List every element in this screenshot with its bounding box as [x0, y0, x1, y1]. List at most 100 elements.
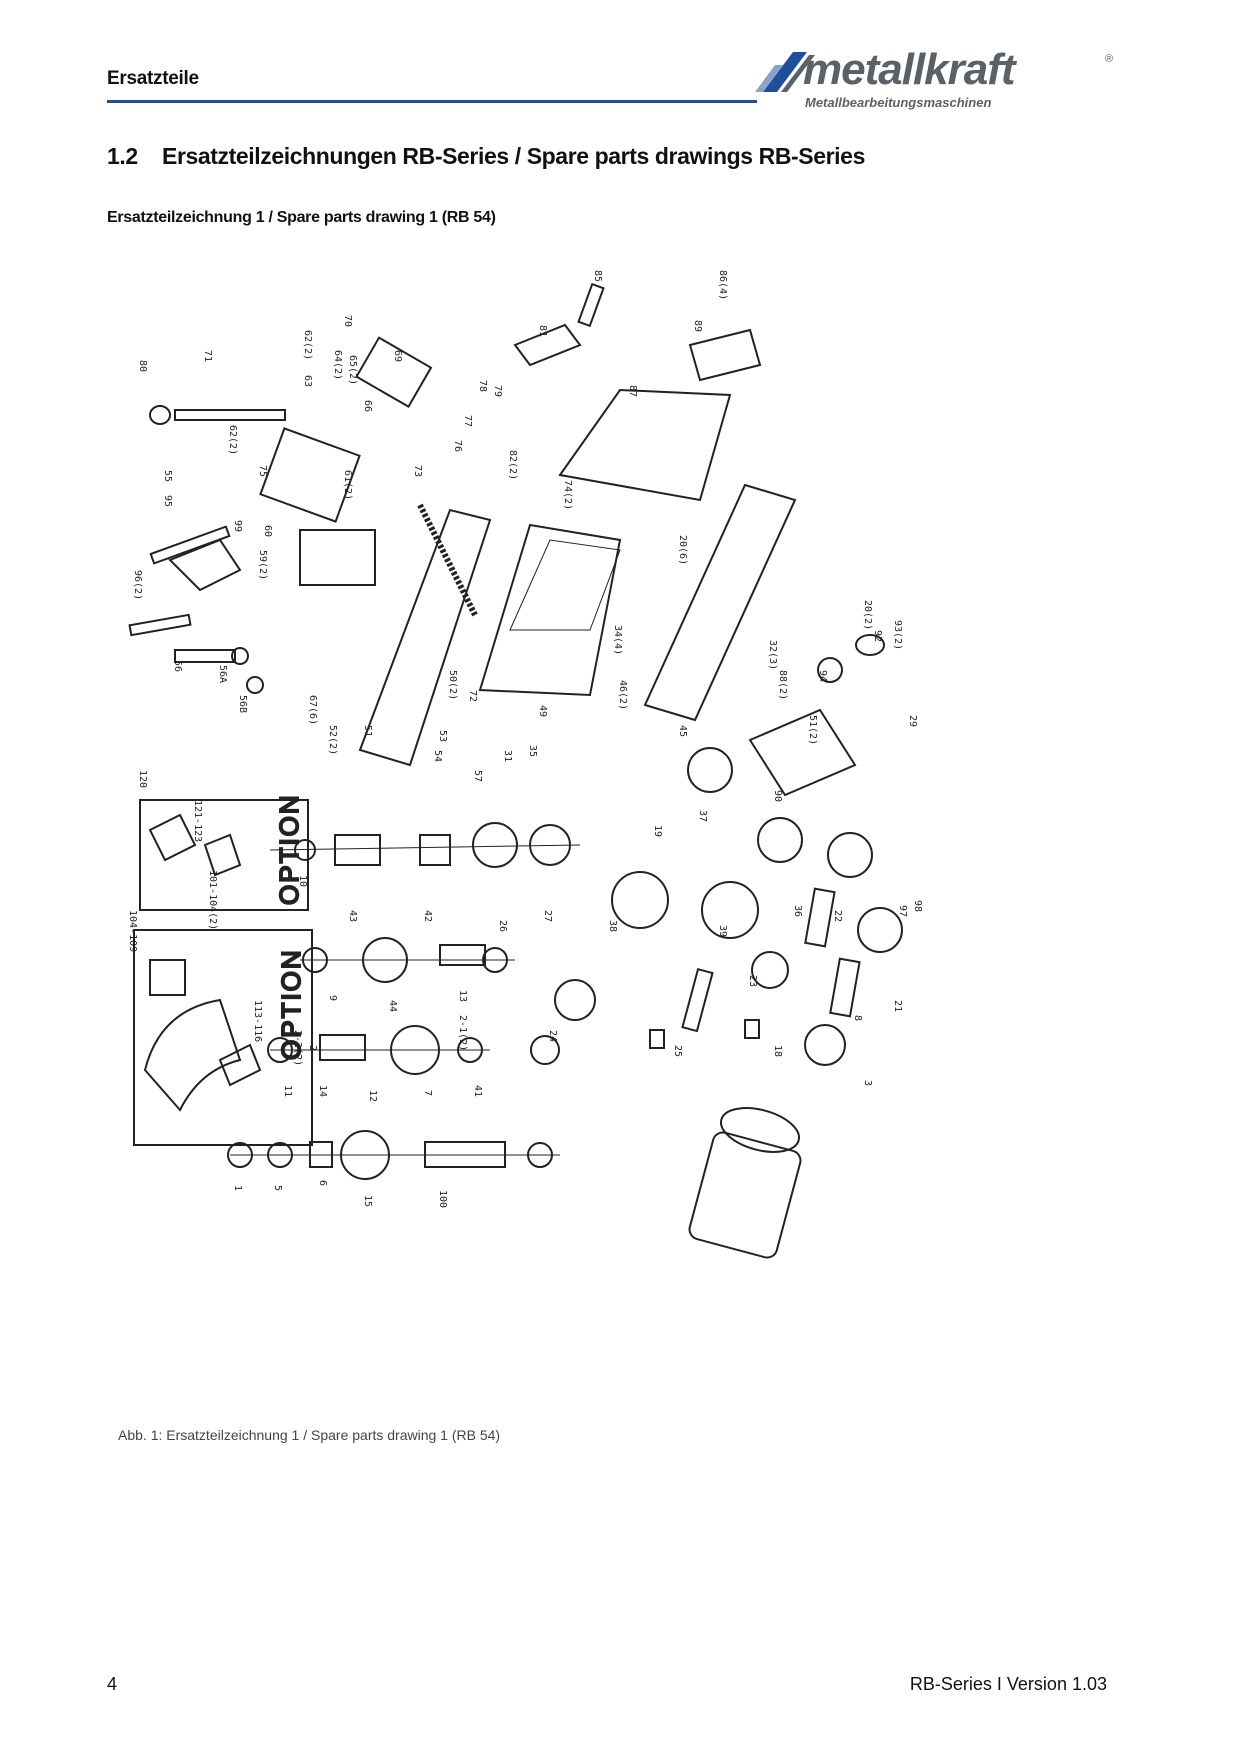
part-number-label: 35: [527, 745, 538, 757]
part-bushing-24a: [649, 1029, 665, 1049]
part-number-label: 104-109: [127, 910, 138, 952]
part-bolt-56: [174, 649, 236, 663]
part-number-label: 92: [872, 630, 883, 642]
part-number-label: 69: [392, 350, 403, 362]
part-number-label: 37: [697, 810, 708, 822]
part-number-label: 61(2): [342, 470, 353, 500]
part-number-label: 49: [537, 705, 548, 717]
part-number-label: 7: [422, 1090, 433, 1096]
part-number-label: 55: [162, 470, 173, 482]
part-number-label: 100: [437, 1190, 448, 1208]
part-number-label: 64(2): [332, 350, 343, 380]
part-number-label: 34(4): [612, 625, 623, 655]
spare-parts-drawing: OPTION OPTION: [120, 270, 1040, 1380]
part-number-label: 24: [547, 1030, 558, 1042]
part-number-label: 8: [852, 1015, 863, 1021]
part-bearing-10e: [857, 907, 903, 953]
part-shaft-25: [681, 967, 714, 1033]
part-number-label: 14: [317, 1085, 328, 1097]
part-number-label: 2-2(2): [292, 1030, 303, 1066]
part-housing-87: [558, 388, 732, 502]
part-number-label: 121-123: [192, 800, 203, 842]
part-number-label: 5: [272, 1185, 283, 1191]
part-grid-34: [509, 539, 621, 631]
part-number-label: 29: [907, 715, 918, 727]
part-number-label: 13: [457, 990, 468, 1002]
part-number-label: 50(2): [447, 670, 458, 700]
part-shaft-22: [804, 887, 836, 948]
section-title-text: Ersatzteilzeichnungen RB-Series / Spare …: [162, 143, 865, 169]
section-title: 1.2 Ersatzteilzeichnungen RB-Series / Spa…: [107, 143, 865, 170]
part-number-label: 51(2): [807, 715, 818, 745]
part-gear-23: [751, 951, 789, 989]
part-number-label: 87: [627, 385, 638, 397]
part-washer-56b: [246, 676, 264, 694]
part-number-label: 39: [717, 925, 728, 937]
part-number-label: 56: [172, 660, 183, 672]
part-number-label: 72: [467, 690, 478, 702]
part-motor-100: [688, 1131, 802, 1259]
centerline-1: [269, 844, 581, 851]
part-gear-38: [611, 871, 669, 929]
part-option-113: [218, 1043, 262, 1087]
part-option-120: [148, 813, 197, 862]
part-number-label: 96(2): [132, 570, 143, 600]
part-block-69: [355, 336, 433, 409]
document-reference: RB-Series I Version 1.03: [909, 1674, 1107, 1694]
part-gearbox-49: [478, 523, 622, 697]
part-number-label: 113-116: [252, 1000, 263, 1042]
part-number-label: 56B: [237, 695, 248, 713]
part-number-label: 56A: [217, 665, 228, 683]
part-number-label: 65(2): [347, 355, 358, 385]
part-rail-45: [643, 483, 797, 722]
part-bearing-10d: [827, 832, 873, 878]
part-panel-89: [688, 328, 762, 382]
part-bushing-24b: [744, 1019, 760, 1039]
part-bearing-10b: [687, 747, 733, 793]
part-number-label: 73: [412, 465, 423, 477]
part-number-label: 6: [317, 1180, 328, 1186]
part-number-label: 82(2): [507, 450, 518, 480]
part-number-label: 62(2): [302, 330, 313, 360]
figure-caption: Abb. 1: Ersatzteilzeichnung 1 / Spare pa…: [118, 1427, 501, 1443]
part-number-label: 94: [817, 670, 828, 682]
option-box-2: [133, 929, 313, 1146]
part-number-label: 120: [137, 770, 148, 788]
part-number-label: 1: [232, 1185, 243, 1191]
part-shaft-71: [174, 409, 286, 421]
part-plate-90: [748, 708, 857, 797]
part-gear-43: [334, 834, 381, 866]
logo-wordmark: metallkraft: [803, 45, 1016, 94]
part-number-label: 52(2): [327, 725, 338, 755]
part-number-label: 77: [462, 415, 473, 427]
section-number: 1.2: [107, 143, 138, 169]
part-number-label: 88(2): [777, 670, 788, 700]
drawing-heading: Ersatzteilzeichnung 1 / Spare parts draw…: [107, 209, 496, 226]
part-knob: [149, 405, 171, 425]
header-section-label: Ersatzteile: [107, 68, 199, 89]
part-number-label: 42: [422, 910, 433, 922]
part-number-label: 2-1(2): [457, 1015, 468, 1051]
part-number-label: 81: [537, 325, 548, 337]
part-option-101: [149, 959, 186, 996]
part-number-label: 54: [432, 750, 443, 762]
part-number-label: 32(3): [767, 640, 778, 670]
part-number-label: 18: [772, 1045, 783, 1057]
part-bed-51: [358, 508, 492, 767]
part-bearing-27b: [554, 979, 596, 1021]
part-number-label: 12: [367, 1090, 378, 1102]
part-number-label: 95: [162, 495, 173, 507]
part-gear-41: [530, 1035, 560, 1065]
part-number-label: 89: [692, 320, 703, 332]
part-handle-85: [577, 282, 605, 328]
part-number-label: 99: [232, 520, 243, 532]
part-option-121: [203, 833, 242, 877]
part-number-label: 62(2): [227, 425, 238, 455]
part-number-label: 20(6): [677, 535, 688, 565]
part-number-label: 98: [912, 900, 923, 912]
part-arm-81: [513, 323, 582, 367]
part-number-label: 21: [892, 1000, 903, 1012]
part-number-label: 26: [497, 920, 508, 932]
part-number-label: 75: [257, 465, 268, 477]
part-shaft-21: [829, 957, 861, 1018]
